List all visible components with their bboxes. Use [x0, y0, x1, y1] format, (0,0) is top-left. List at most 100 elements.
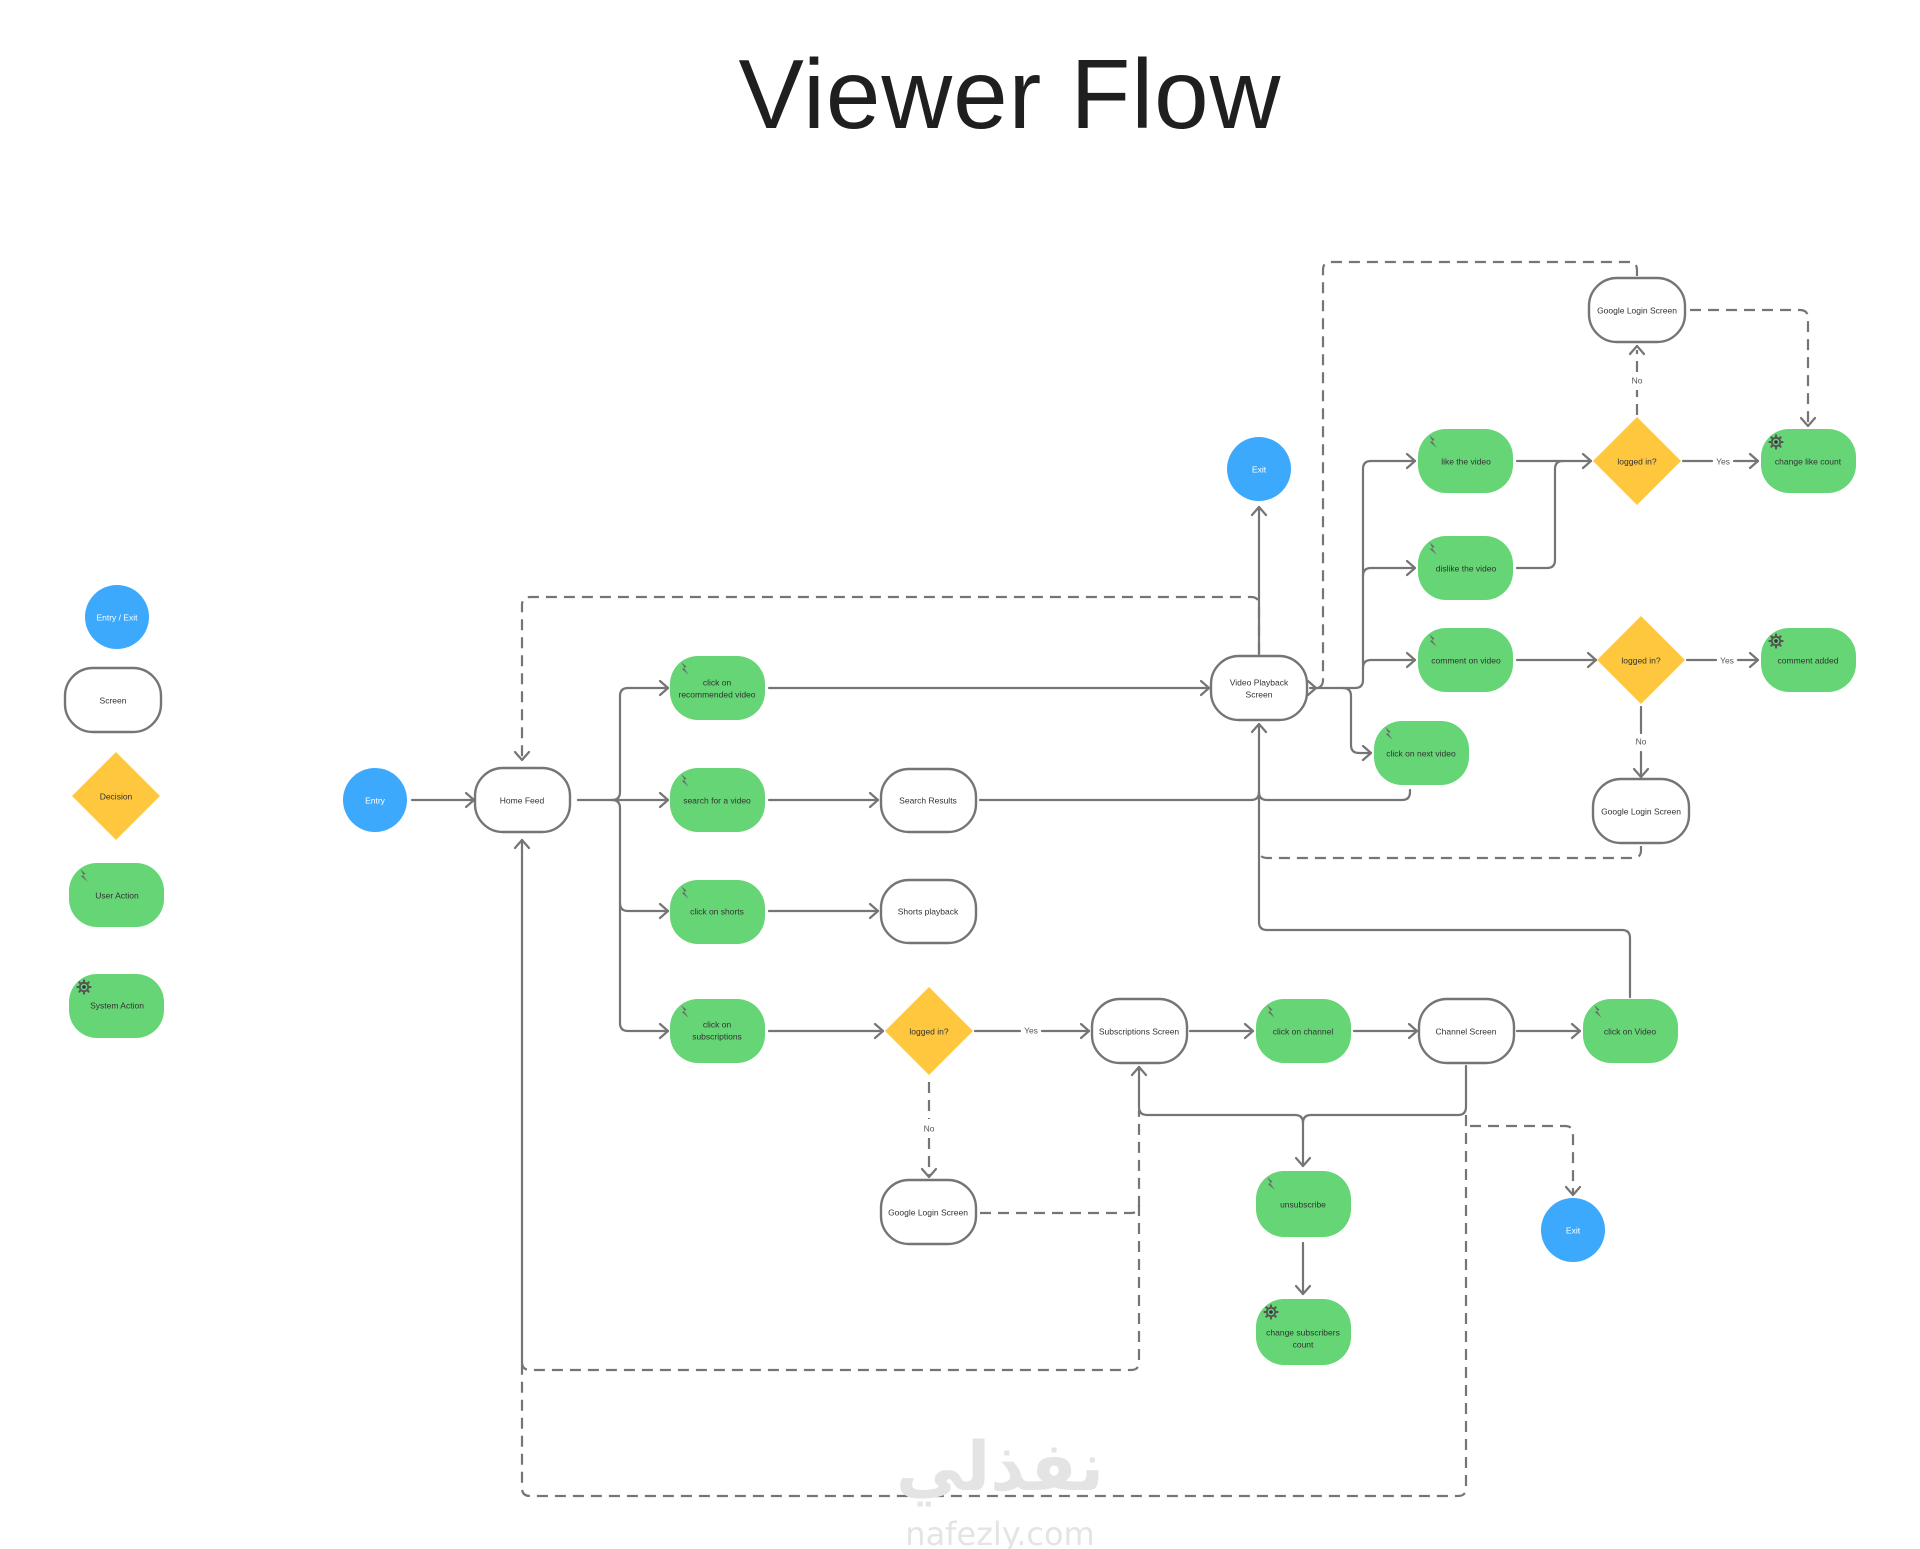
- node-change-subs-line1: change subscribers: [1266, 1327, 1340, 1337]
- arrow-head: [868, 791, 880, 809]
- edge-channel-unsub: [1301, 1064, 1468, 1168]
- node-like-label: like the video: [1441, 456, 1491, 466]
- gear-icon: [1768, 633, 1784, 649]
- arrow-head: [1564, 1185, 1582, 1197]
- node-click-on-shorts[interactable]: click on shorts: [670, 880, 765, 944]
- node-shorts-playback-label: Shorts playback: [898, 906, 959, 916]
- edge-next-playback: [1257, 788, 1412, 802]
- node-dislike-the-video[interactable]: dislike the video: [1418, 536, 1513, 600]
- node-google-login-like[interactable]: Google Login Screen: [1587, 276, 1687, 344]
- node-video-playback-screen[interactable]: Video Playback Screen: [1209, 654, 1309, 722]
- arrow-head: [658, 1022, 670, 1040]
- gear-icon: [76, 979, 92, 995]
- edge-login-playback-loop: [1314, 260, 1639, 690]
- node-google-login-subs-label: Google Login Screen: [888, 1207, 968, 1217]
- node-logged-in-subs-label: logged in?: [909, 1026, 949, 1036]
- node-comment-on-video[interactable]: comment on video: [1418, 628, 1513, 692]
- arrow-head: [1250, 722, 1268, 734]
- arrow-head: [658, 679, 670, 697]
- node-search-results[interactable]: Search Results: [879, 767, 978, 834]
- node-click-subs-line2: subscriptions: [692, 1031, 742, 1041]
- node-shorts-playback[interactable]: Shorts playback: [879, 878, 978, 945]
- arrow-head: [1199, 679, 1211, 697]
- node-channel-screen[interactable]: Channel Screen: [1417, 997, 1516, 1065]
- node-comment-label: comment on video: [1431, 655, 1501, 665]
- gear-icon: [1768, 434, 1784, 450]
- edge-playback-comment: [1361, 658, 1417, 670]
- edge-results-playback: [978, 723, 1261, 802]
- arrow-head: [920, 1167, 938, 1179]
- gear-icon: [1263, 1304, 1279, 1320]
- node-home-feed[interactable]: Home Feed: [473, 766, 572, 834]
- arrow-head: [1130, 1065, 1148, 1077]
- node-click-recommended-video[interactable]: click on recommended video: [670, 656, 765, 720]
- arrow-head: [1294, 1156, 1312, 1168]
- legend-user-action: User Action: [69, 863, 164, 927]
- nodes: Entry Home Feed click on recommended vid…: [343, 276, 1856, 1365]
- node-logged-in-like-label: logged in?: [1617, 456, 1657, 466]
- legend: Entry / Exit Screen Decision User Action…: [63, 585, 164, 1038]
- node-exit-channel[interactable]: Exit: [1541, 1198, 1605, 1262]
- arrow-head: [1405, 559, 1417, 577]
- node-decision-logged-in-comment[interactable]: logged in?: [1597, 616, 1685, 704]
- node-subscriptions-screen[interactable]: Subscriptions Screen: [1090, 997, 1189, 1065]
- label-no-like: No: [1632, 375, 1643, 385]
- edge-dislike-decision: [1515, 459, 1565, 570]
- edge-playback-home-loop: [520, 595, 1261, 760]
- node-click-on-video[interactable]: click on Video: [1583, 999, 1678, 1063]
- arrow-head: [1306, 679, 1318, 697]
- node-subs-screen-label: Subscriptions Screen: [1099, 1026, 1180, 1036]
- node-search-results-label: Search Results: [899, 795, 957, 805]
- arrow-head: [1581, 452, 1593, 470]
- node-entry[interactable]: Entry: [343, 768, 407, 832]
- legend-decision: Decision: [72, 752, 160, 840]
- label-yes-comment: Yes: [1720, 655, 1734, 665]
- arrow-head: [1407, 1022, 1419, 1040]
- arrow-head: [1250, 505, 1268, 517]
- node-google-login-subs[interactable]: Google Login Screen: [879, 1178, 978, 1246]
- node-change-subscribers-count[interactable]: change subscribers count: [1256, 1299, 1351, 1365]
- node-decision-logged-in-like[interactable]: logged in?: [1593, 417, 1681, 505]
- edge-playback-next: [1341, 686, 1373, 755]
- edge-login-likecount: [1690, 308, 1810, 425]
- arrow-head: [1405, 651, 1417, 669]
- arrow-head: [1079, 1022, 1091, 1040]
- arrow-head: [868, 902, 880, 920]
- node-google-login-comment[interactable]: Google Login Screen: [1591, 777, 1691, 845]
- node-exit-video[interactable]: Exit: [1227, 437, 1291, 501]
- node-unsubscribe-label: unsubscribe: [1280, 1199, 1326, 1209]
- node-click-shorts-label: click on shorts: [690, 906, 744, 916]
- node-rec-video-line1: click on: [703, 677, 732, 687]
- node-change-like-count[interactable]: change like count: [1761, 429, 1856, 493]
- node-entry-label: Entry: [365, 795, 386, 805]
- edge-playback-dislike: [1361, 566, 1417, 578]
- legend-screen: Screen: [63, 666, 163, 734]
- arrow-head: [1628, 344, 1646, 356]
- node-click-on-subscriptions[interactable]: click on subscriptions: [670, 999, 765, 1063]
- node-unsubscribe[interactable]: unsubscribe: [1256, 1171, 1351, 1237]
- legend-user-action-label: User Action: [95, 890, 139, 900]
- node-like-the-video[interactable]: like the video: [1418, 429, 1513, 493]
- arrow-head: [873, 1022, 885, 1040]
- edge-channel-home-loop: [520, 1115, 1468, 1498]
- node-click-subs-line1: click on: [703, 1019, 732, 1029]
- node-channel-screen-label: Channel Screen: [1436, 1026, 1497, 1036]
- arrow-head: [1570, 1022, 1582, 1040]
- node-search-for-video[interactable]: search for a video: [670, 768, 765, 832]
- label-no-subs: No: [924, 1123, 935, 1133]
- node-decision-logged-in-subs[interactable]: logged in?: [885, 987, 973, 1075]
- node-home-feed-label: Home Feed: [500, 795, 545, 805]
- node-click-on-channel[interactable]: click on channel: [1256, 999, 1351, 1063]
- node-click-on-next-video[interactable]: click on next video: [1374, 721, 1469, 785]
- watermark-arabic: نفذلي: [896, 1428, 1104, 1507]
- edge-labels: Yes No Yes No Yes No: [924, 375, 1734, 1133]
- edge-clickvideo-playback: [1257, 790, 1632, 999]
- node-click-on-video-label: click on Video: [1604, 1026, 1657, 1036]
- label-yes-subs: Yes: [1024, 1025, 1038, 1035]
- edge-unsub-subs: [1137, 1065, 1305, 1125]
- edge-login-subs: [980, 1110, 1141, 1215]
- node-comment-added[interactable]: comment added: [1761, 628, 1856, 692]
- legend-screen-label: Screen: [100, 695, 127, 705]
- arrow-head: [1243, 1022, 1255, 1040]
